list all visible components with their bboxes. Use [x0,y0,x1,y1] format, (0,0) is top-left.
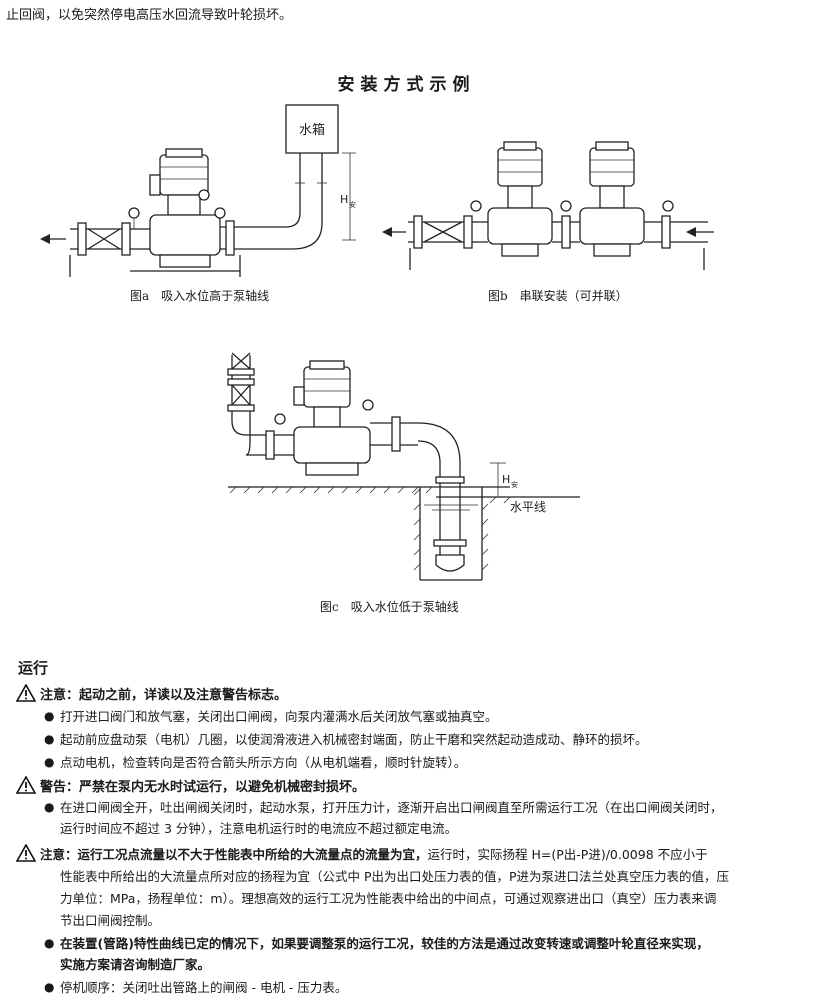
pump-body [293,426,371,464]
warning-row: 警告：严禁在泵内无水时试运行，以避免机械密封损坏。 [16,776,796,795]
bullet-dot-icon: ● [44,732,55,746]
section-title: 运行 [18,659,49,677]
list-item: ● 在进口闸阀全开，吐出闸阀关闭时，起动水泵，打开压力计，逐渐开启出口闸阀直至所… [44,797,784,839]
motor-2 [589,147,635,187]
warning-triangle-icon [16,844,36,862]
motor [159,154,209,196]
arrow-left-icon [382,227,392,237]
notice-text-2: 节出口闸阀控制。 [60,913,161,928]
top-line-text: 止回阀，以免突然停电高压水回流导致叶轮损坏。 [6,8,293,23]
list-item-text: 在进口闸阀全开，吐出闸阀关闭时，起动水泵，打开压力计，逐渐开启出口闸阀直至所需运… [60,800,723,815]
page-title: 安装方式示例 [337,75,476,95]
notice-text-2: 运行时，实际扬程 H=(P出-P进)/0.0098 不应小于 [427,847,708,862]
water-level-label: 水平线 [510,500,546,514]
bullet-dot-icon: ● [44,980,55,994]
warning-triangle-icon [16,776,36,794]
notice-text-2: 性能表中所给出的大流量点所对应的扬程为宜（公式中 P出为出口处压力表的值，P进为… [60,869,730,884]
water-tank [285,104,339,154]
figure-a-caption: 图a 吸入水位高于泵轴线 [130,289,270,303]
bullet-dot-icon: ● [44,936,55,950]
list-item-text: 打开进口阀门和放气塞，关闭出口闸阀，向泵内灌满水后关闭放气塞或抽真空。 [60,709,498,724]
list-item-text: 停机顺序：关闭吐出管路上的闸阀 - 电机 - 压力表。 [60,980,348,995]
warning-text: 警告：严禁在泵内无水时试运行，以避免机械密封损坏。 [40,780,366,795]
list-item: ● 点动电机，检查转向是否符合箭头所示方向（从电机端看，顺时针旋转）。 [44,752,784,773]
list-item-text: 实施方案请咨询制造厂家。 [60,957,211,972]
list-item-text: 运行时间应不超过 3 分钟），注意电机运行时的电流应不超过额定电流。 [60,821,458,836]
list-item-text: 在装置(管路)特性曲线已定的情况下，如果要调整泵的运行工况，较佳的方法是通过改变… [60,936,709,951]
figure-c-caption: 图c 吸入水位低于泵轴线 [320,600,459,614]
bullet-dot-icon: ● [44,800,55,814]
tank-label: 水箱 [299,122,325,138]
motor [303,366,351,408]
pump-body [149,214,221,256]
h-label: H [502,473,510,486]
notice-row-1: 注意：起动之前，详读以及注意警告标志。 [16,684,796,703]
bullet-dot-icon: ● [44,709,55,723]
figure-b-caption: 图b 串联安装（可并联） [488,289,628,303]
list-item: ● 打开进口阀门和放气塞，关闭出口闸阀，向泵内灌满水后关闭放气塞或抽真空。 [44,706,784,727]
warning-triangle-icon [16,684,36,702]
figure-c-diagram: H 安 水平线 [227,352,580,581]
notice-block-2: 注意：运行工况点流量以不大于性能表中所给的大流量点的流量为宜，运行时，实际扬程 … [16,844,806,932]
list-item: ● 在装置(管路)特性曲线已定的情况下，如果要调整泵的运行工况，较佳的方法是通过… [44,933,784,975]
motor-1 [497,147,543,187]
figure-a-diagram: 水箱 H 安 [40,104,356,277]
arrow-left-icon [40,234,50,244]
list-item-text: 点动电机，检查转向是否符合箭头所示方向（从电机端看，顺时针旋转）。 [60,755,467,770]
notice-bold-text: 注意：运行工况点流量以不大于性能表中所给的大流量点的流量为宜， [40,847,428,862]
list-item: ● 停机顺序：关闭吐出管路上的闸阀 - 电机 - 压力表。 [44,977,784,998]
list-item-text: 起动前应盘动泵（电机）几圈，以使润滑液进入机械密封端面，防止干磨和突然起动造成动… [60,732,648,747]
list-item: ● 起动前应盘动泵（电机）几圈，以使润滑液进入机械密封端面，防止干磨和突然起动造成… [44,729,784,750]
h-sub-label: 安 [511,480,518,489]
notice-text-1: 注意：起动之前，详读以及注意警告标志。 [40,688,288,703]
h-label: H [340,193,348,206]
figure-b-diagram [382,141,714,270]
bullet-dot-icon: ● [44,755,55,769]
h-sub-label: 安 [349,200,356,209]
notice-text-2: 力单位：MPa，扬程单位：m）。理想高效的运行工况为性能表中给出的中间点，可通过… [60,891,717,906]
